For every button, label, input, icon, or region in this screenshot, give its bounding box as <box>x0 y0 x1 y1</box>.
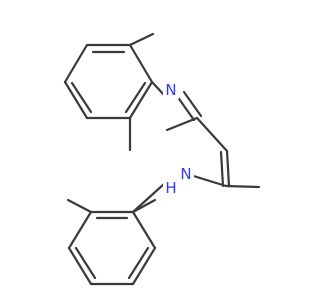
aromatic-inner-bond <box>127 246 150 280</box>
aromatic-inner-bond <box>74 246 97 280</box>
alkene-double-bond-b <box>219 150 225 188</box>
bond <box>63 80 89 120</box>
amine-hydrogen-label-background <box>163 179 179 197</box>
upper-ortho-methyl-bond <box>128 32 155 47</box>
alkene-double-bond-a <box>225 149 231 188</box>
central-backbone <box>165 90 261 189</box>
bond <box>128 43 154 84</box>
aryl-to-amine-nitrogen-bond <box>131 182 166 214</box>
backbone-bond <box>224 184 261 189</box>
amine-nitrogen-label-background <box>178 165 194 183</box>
aromatic-inner-bond <box>124 81 147 114</box>
bond <box>63 43 89 84</box>
bond <box>67 210 93 250</box>
amine-hydrogen-label: H <box>165 179 176 197</box>
bond <box>131 210 157 250</box>
atom-labels: N H N <box>163 81 194 197</box>
aryl-to-imine-nitrogen-bond <box>150 80 167 98</box>
amine-nitrogen-label: N <box>180 165 191 183</box>
lower-aryl-ring <box>67 210 157 286</box>
imine-nitrogen-label: N <box>165 81 176 99</box>
upper-aryl-ring <box>63 43 154 120</box>
backbone-bond <box>165 116 199 132</box>
aromatic-inner-bond <box>70 81 93 114</box>
lower-ortho-methyl-bond <box>66 198 93 214</box>
imine-nitrogen-label-background <box>163 81 179 99</box>
imine-double-bond-a <box>175 94 196 122</box>
bond <box>131 246 157 286</box>
bond <box>128 80 154 120</box>
bond <box>67 246 93 286</box>
imine-double-bond-b <box>182 90 203 118</box>
backbone-bond <box>195 116 229 153</box>
molecule-structure-diagram: N H N <box>63 32 261 286</box>
